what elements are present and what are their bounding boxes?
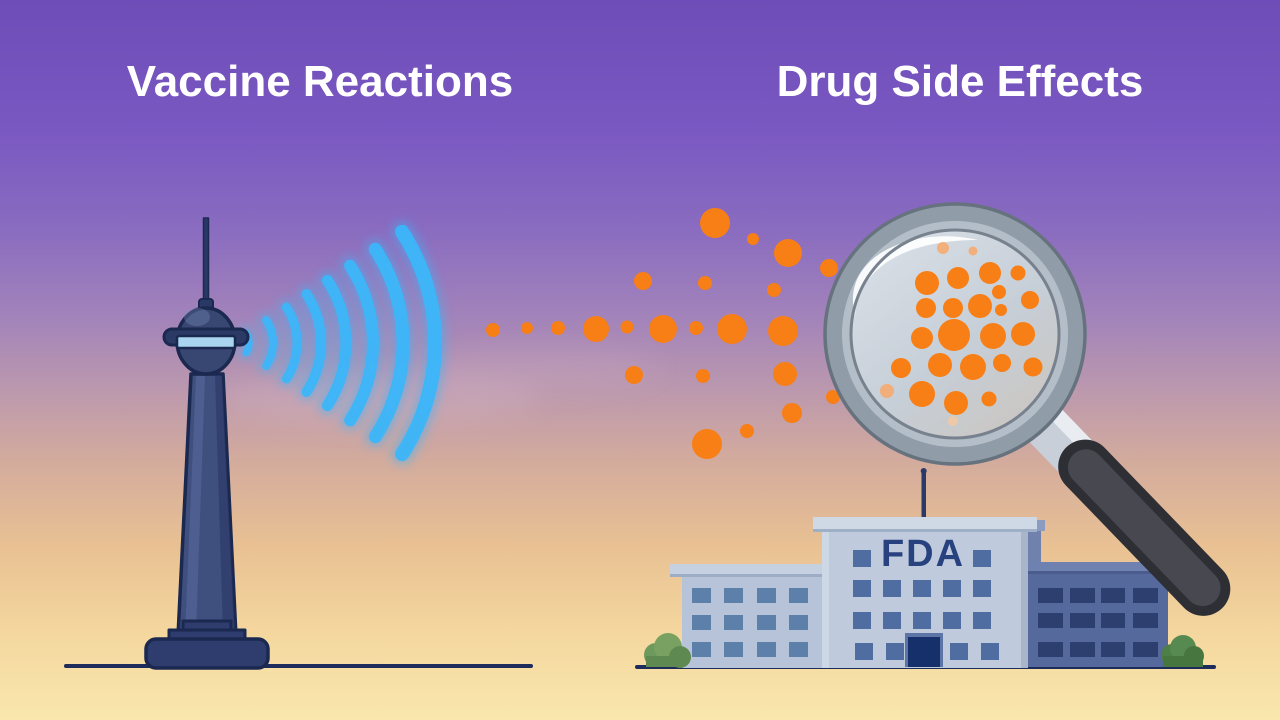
building-door	[908, 637, 940, 667]
lens-dots	[880, 242, 1043, 426]
tower-antenna	[202, 217, 210, 305]
tower-observation-deck	[162, 306, 250, 376]
tower-window-band	[175, 334, 237, 350]
fda-building-icon: FDA	[644, 468, 1204, 668]
radio-waves-icon	[239, 221, 446, 465]
broadcast-tower-icon	[144, 217, 270, 670]
building-windows	[853, 550, 999, 660]
building-right-wing	[1022, 562, 1174, 667]
fda-sign: FDA	[881, 533, 965, 575]
tower-base	[144, 619, 270, 670]
bush-left	[644, 633, 691, 668]
building-center-block: FDA	[813, 468, 1037, 668]
haze-wisps	[220, 348, 660, 424]
bush-right	[1161, 635, 1204, 667]
vaccine-reactions-title: Vaccine Reactions	[127, 57, 513, 106]
signal-dots	[486, 208, 858, 459]
building-left-wing	[670, 564, 827, 668]
building-antenna	[921, 471, 926, 519]
magnifying-glass-icon	[823, 202, 1231, 616]
drug-side-effects-title: Drug Side Effects	[777, 57, 1144, 106]
